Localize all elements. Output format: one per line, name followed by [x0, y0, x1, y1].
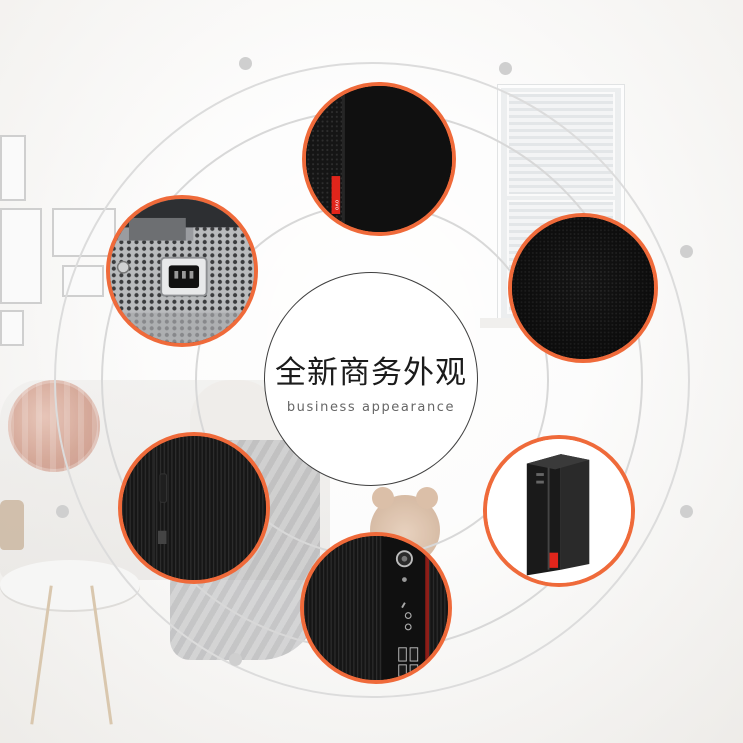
ring-dot [680, 505, 693, 518]
feature-circle-front-io [300, 532, 452, 684]
ring-dot [239, 57, 252, 70]
ribbed-panel-icon [122, 436, 266, 580]
ring-outer [54, 62, 690, 698]
ring-dot [499, 62, 512, 75]
wall-frame-text [0, 310, 24, 346]
paper-lamp-decor [8, 380, 100, 472]
vase-decor [0, 500, 24, 550]
feature-circle-ribbed-panel [118, 432, 270, 584]
wall-frame-small [62, 265, 104, 297]
ring-dot [56, 505, 69, 518]
wall-frame-triangle [0, 135, 26, 201]
center-title-circle: 全新商务外观 business appearance [265, 273, 477, 485]
wall-frame-mask [0, 208, 42, 304]
brand-mark: ovo [333, 200, 339, 211]
feature-circle-power-supply [106, 195, 258, 347]
feature-circle-front-panel: ovo [302, 82, 456, 236]
mesh-panel-icon: ovo [306, 86, 452, 232]
ring-dot [229, 653, 242, 666]
ring-dot [680, 245, 693, 258]
feature-circle-mesh-grille [508, 213, 658, 363]
mesh-grille-icon [512, 217, 654, 359]
power-socket-icon [110, 199, 254, 343]
desktop-tower-icon [487, 439, 631, 583]
section-title: 全新商务外观 [275, 355, 467, 391]
usb-ports-icon [304, 536, 448, 680]
section-subtitle: business appearance [286, 400, 456, 415]
feature-circle-desktop-tower [483, 435, 635, 587]
